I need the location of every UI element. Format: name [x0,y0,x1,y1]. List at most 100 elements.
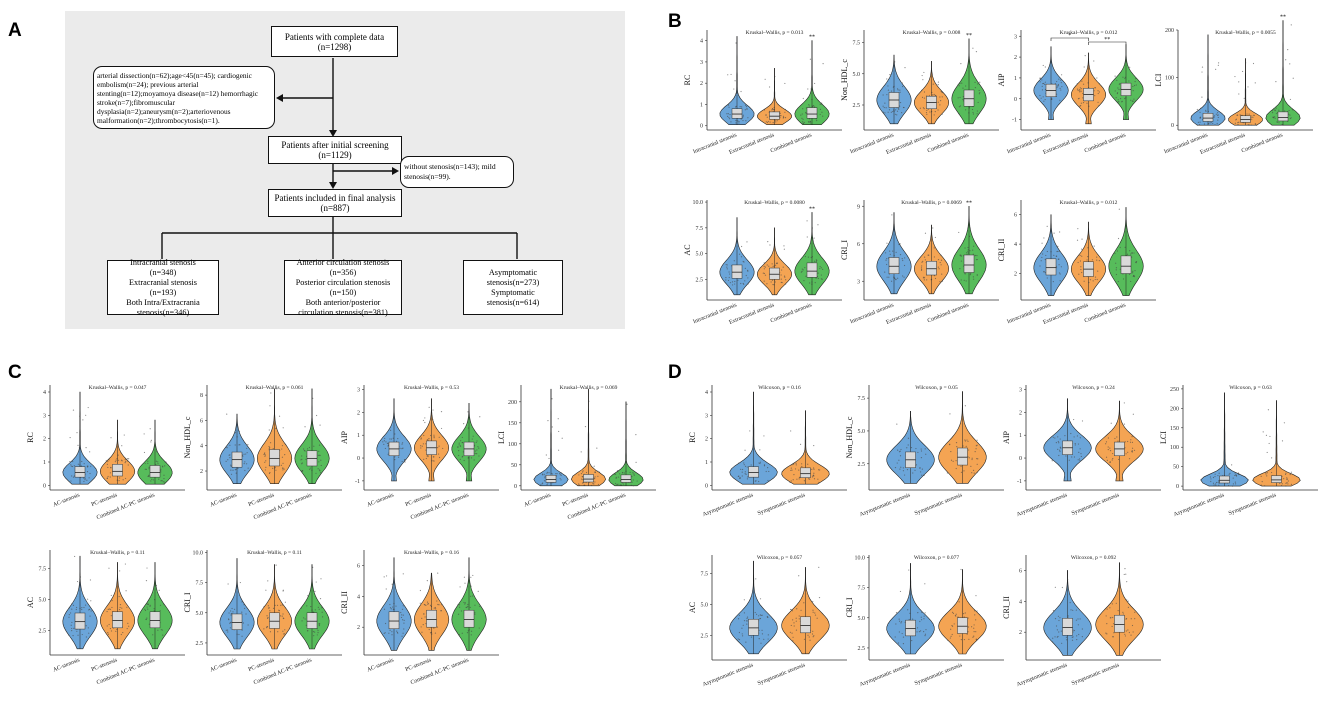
data-point [976,110,978,112]
x-tick-label: Symptomatic stenosis [914,662,964,687]
box [769,267,780,280]
data-point [1117,440,1119,442]
data-point [616,470,619,472]
data-point [766,616,768,618]
data-point [284,607,287,609]
data-point [1117,87,1119,89]
data-point [754,480,756,482]
data-point [551,426,553,428]
data-point [889,250,891,252]
data-point [974,610,976,612]
data-point [478,455,480,457]
data-point [919,467,921,469]
data-point [402,573,404,575]
y-tick-label: 1 [357,433,360,439]
data-point [425,457,427,460]
y-axis-label: Non_HDL_c [840,59,849,101]
box [800,467,811,478]
data-point [967,626,970,628]
data-point [278,415,281,417]
y-axis-label: AC [26,597,35,608]
data-point [1096,77,1098,79]
data-point [798,478,800,480]
data-point [107,466,109,469]
data-point [578,474,580,476]
data-point [146,567,148,569]
data-point [807,634,809,636]
data-point [977,458,979,460]
data-point [1124,246,1126,248]
data-point [433,437,435,439]
bracket-label: ** [1104,37,1110,43]
data-point [941,96,943,98]
data-point [620,484,622,486]
data-point [1132,272,1134,274]
data-point [891,214,893,216]
data-point [809,478,811,480]
x-tick-label: AC-stenosis [52,492,81,508]
data-point [557,418,559,420]
data-point [267,580,269,582]
data-point [116,628,118,631]
data-point [972,469,975,471]
data-point [282,589,284,591]
data-point [923,97,926,99]
data-point [767,638,769,640]
y-tick-label: 0 [700,124,703,130]
data-point [281,456,284,458]
data-point [947,639,949,641]
data-point [808,105,810,107]
data-point [318,625,320,627]
data-point [951,633,953,636]
data-point [784,276,786,278]
data-point [110,630,113,632]
data-point [766,283,768,285]
data-point [1082,92,1084,95]
data-point [467,411,469,413]
data-point [964,439,966,441]
data-point [886,263,888,266]
data-point [763,268,765,270]
data-point [632,479,634,481]
data-point [422,443,424,445]
data-point [1077,228,1079,230]
violin-chart-c-aip: Kruskal–Wallis, p = 0.53AIP-10123AC-sten… [340,385,499,521]
data-point [971,626,973,628]
data-point [742,468,744,471]
data-point [1217,64,1219,66]
data-point [423,613,425,615]
data-point [631,476,633,478]
data-point [1058,619,1060,622]
data-point [161,465,164,467]
data-point [940,100,942,102]
data-point [760,642,762,644]
data-point [966,251,968,254]
data-point [598,471,601,473]
data-point [926,109,928,112]
data-point [148,466,150,468]
data-point [382,441,384,443]
data-point [1205,109,1207,111]
y-tick-label: 2 [705,437,708,443]
data-point [1289,114,1291,116]
data-point [312,566,314,568]
data-point [546,471,549,473]
data-point [974,450,976,453]
data-point [813,478,816,480]
data-point [776,120,778,122]
data-point [470,634,472,636]
data-point [747,283,749,285]
data-point [1243,97,1245,99]
data-point [1287,483,1289,485]
data-point [81,608,83,611]
data-point [1279,482,1281,485]
data-point [894,466,897,469]
data-point [974,87,977,89]
data-point [590,484,593,487]
data-point [283,468,285,470]
data-point [630,484,633,486]
data-point [1114,252,1116,255]
data-point [1213,116,1215,118]
data-point [317,632,319,634]
